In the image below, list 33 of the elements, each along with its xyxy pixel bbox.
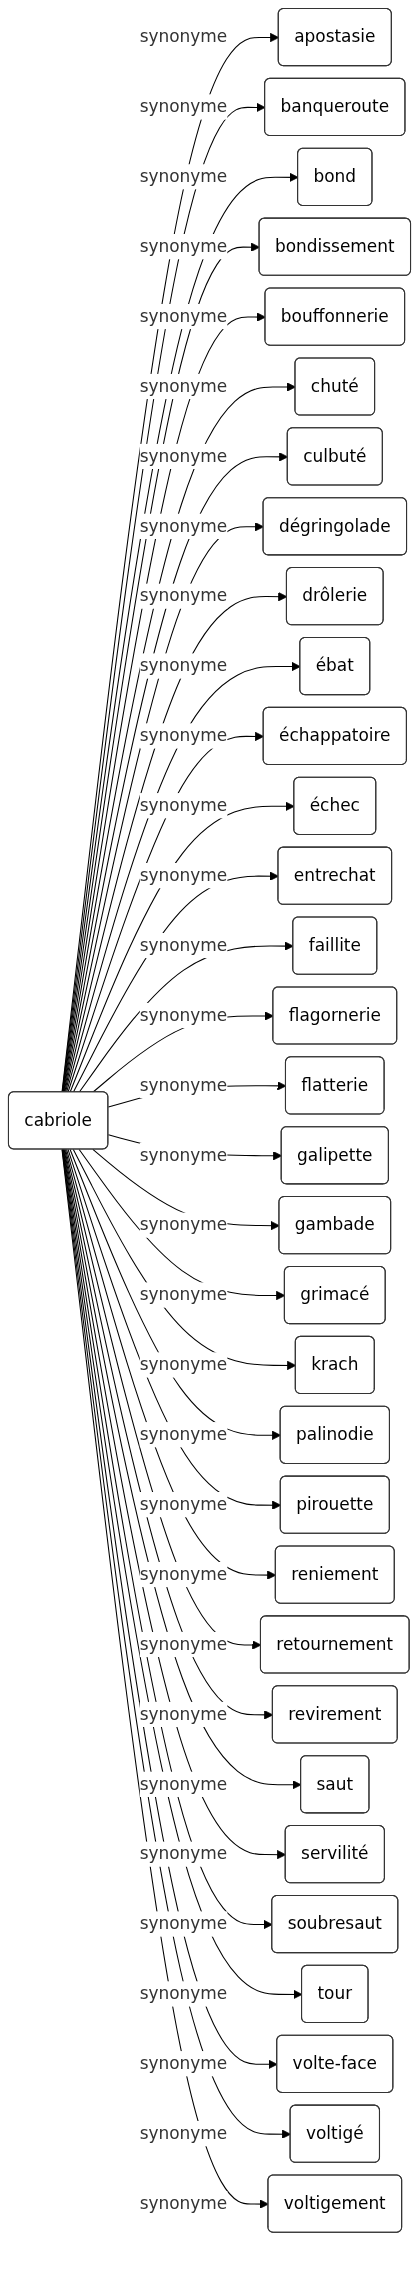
- edge-label: synonyme: [139, 1564, 228, 1585]
- edge-label: synonyme: [139, 2193, 228, 2214]
- edge-label: synonyme: [139, 1494, 228, 1515]
- edge-label: synonyme: [139, 585, 228, 606]
- edge-label: synonyme: [139, 26, 228, 47]
- edge-label: synonyme: [139, 306, 228, 327]
- edge-label: synonyme: [139, 2123, 228, 2144]
- edge-label: synonyme: [139, 1284, 228, 1305]
- edge-label: synonyme: [139, 166, 228, 187]
- edge-label: synonyme: [139, 1354, 228, 1375]
- edge-label: synonyme: [139, 445, 228, 466]
- edge-label: synonyme: [139, 1074, 228, 1095]
- edge-label: synonyme: [139, 1633, 228, 1655]
- edge-label: synonyme: [139, 1773, 228, 1794]
- edge-label: synonyme: [139, 515, 228, 536]
- edge-label: synonyme: [139, 2053, 228, 2074]
- edge-label: synonyme: [139, 1214, 228, 1235]
- edge-label: synonyme: [139, 375, 228, 397]
- edge-label: synonyme: [139, 1004, 228, 1026]
- edge-label: synonyme: [139, 655, 228, 676]
- edge-label: synonyme: [139, 1144, 228, 1165]
- edge-label: synonyme: [139, 795, 228, 816]
- edge-label: synonyme: [139, 865, 228, 886]
- edge-label: synonyme: [139, 1913, 228, 1934]
- edge-label: synonyme: [139, 236, 228, 257]
- edge-label: synonyme: [139, 1703, 228, 1724]
- edge-label: synonyme: [139, 935, 228, 956]
- edge-label: synonyme: [139, 1424, 228, 1445]
- edge-label: synonyme: [139, 96, 228, 117]
- arrow: [64, 522, 264, 1093]
- edge-label: synonyme: [139, 1843, 228, 1864]
- edge-label: synonyme: [139, 725, 228, 746]
- edge-label: synonyme: [139, 1983, 228, 2004]
